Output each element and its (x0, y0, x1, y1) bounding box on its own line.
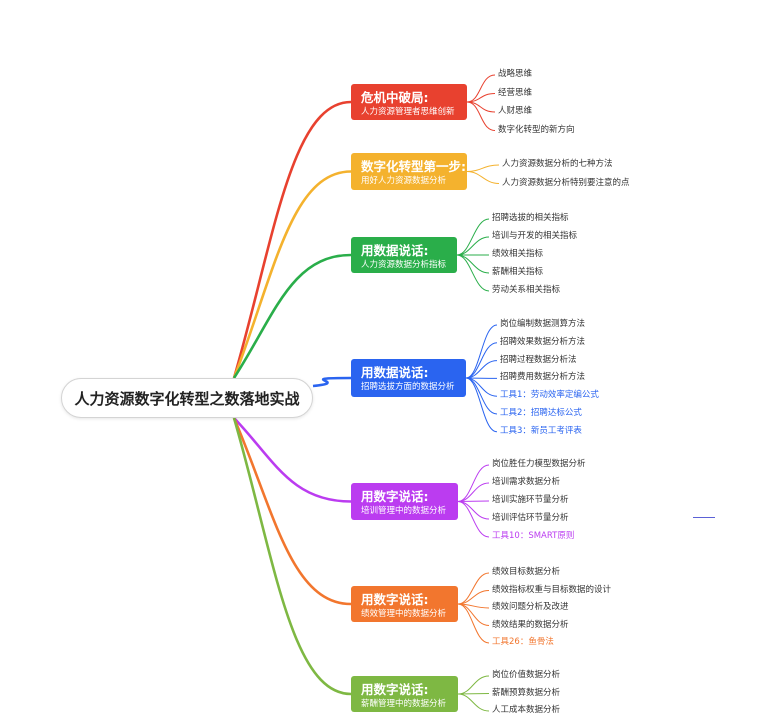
leaf-topic[interactable]: 招聘费用数据分析方法 (500, 372, 586, 383)
leaf-topic[interactable]: 人工成本数据分析 (492, 705, 561, 715)
leaf-connector (457, 693, 490, 695)
branch-title: 用数字说话: (361, 592, 429, 607)
leaf-topic[interactable]: 绩效相关指标 (492, 249, 544, 259)
leaf-connector (465, 360, 498, 379)
leaf-topic[interactable]: 工具10：SMART原则 (492, 531, 575, 541)
branch-node[interactable]: 用数字说话: 绩效管理中的数据分析 (351, 586, 458, 622)
branch-connector (232, 417, 352, 606)
branch-subtitle: 人力资源管理者思维创新 (361, 107, 455, 117)
leaf-connector (457, 693, 490, 712)
leaf-topic[interactable]: 工具26：鱼骨法 (492, 637, 554, 647)
leaf-connector (466, 101, 496, 131)
leaf-connector (466, 164, 500, 172)
leaf-topic[interactable]: 人力资源数据分析的七种方法 (502, 159, 613, 169)
leaf-topic[interactable]: 岗位编制数据测算方法 (500, 319, 586, 329)
leaf-connector (465, 342, 498, 379)
leaf-topic[interactable]: 培训需求数据分析 (492, 477, 561, 487)
leaf-topic[interactable]: 招聘选拔的相关指标 (492, 213, 569, 223)
leaf-connector (456, 254, 490, 292)
leaf-topic[interactable]: 培训评估环节量分析 (492, 513, 569, 523)
branch-node[interactable]: 用数字说话: 培训管理中的数据分析 (351, 483, 458, 520)
leaf-connector (457, 500, 490, 502)
leaf-topic[interactable]: 绩效目标数据分析 (492, 567, 561, 577)
branch-title: 用数字说话: (361, 682, 429, 697)
leaf-topic[interactable]: 培训与开发的相关指标 (492, 231, 578, 241)
leaf-topic[interactable]: 岗位胜任力模型数据分析 (492, 459, 586, 469)
leaf-topic[interactable]: 薪酬预算数据分析 (492, 687, 561, 698)
leaf-topic[interactable]: 绩效问题分析及改进 (492, 602, 569, 612)
branch-connector (312, 376, 352, 388)
root-topic[interactable]: 人力资源数字化转型之数落地实战 (61, 378, 313, 418)
branch-subtitle: 培训管理中的数据分析 (361, 506, 447, 516)
leaf-topic[interactable]: 薪酬相关指标 (492, 267, 544, 277)
leaf-topic[interactable]: 招聘效果数据分析方法 (500, 336, 586, 347)
leaf-connector (466, 171, 500, 184)
branch-title: 用数字说话: (361, 489, 429, 504)
leaf-topic[interactable]: 工具1：劳动效率定编公式 (500, 390, 599, 401)
branch-title: 用数据说话: (361, 243, 429, 258)
leaf-connector (457, 603, 490, 626)
leaf-topic[interactable]: 劳动关系相关指标 (492, 285, 561, 295)
branch-title: 危机中破局: (361, 90, 429, 105)
leaf-topic[interactable]: 绩效指标权重与目标数据的设计 (492, 584, 612, 595)
leaf-topic[interactable]: 绩效结果的数据分析 (492, 619, 569, 630)
leaf-topic[interactable]: 人财思维 (498, 106, 533, 116)
branch-node[interactable]: 危机中破局: 人力资源管理者思维创新 (351, 84, 467, 120)
branch-connector (233, 417, 352, 503)
leaf-topic[interactable]: 培训实施环节量分析 (492, 495, 569, 505)
branch-subtitle: 人力资源数据分析指标 (361, 260, 447, 270)
leaf-connector (457, 572, 490, 605)
leaf-topic[interactable]: 战略思维 (498, 69, 533, 79)
branch-title: 用数据说话: (361, 365, 429, 380)
leaf-topic[interactable]: 招聘过程数据分析法 (500, 354, 577, 365)
branch-connector (232, 417, 352, 696)
branch-connector (232, 170, 352, 379)
branch-subtitle: 绩效管理中的数据分析 (361, 609, 447, 619)
leaf-connector (457, 501, 490, 520)
leaf-connector (466, 74, 496, 103)
branch-title: 数字化转型第一步: (361, 159, 466, 174)
branch-subtitle: 用好人力资源数据分析 (361, 176, 447, 186)
branch-connector (232, 100, 352, 379)
leaf-connector (465, 377, 498, 433)
leaf-connector (457, 464, 490, 502)
leaf-connector (457, 482, 490, 502)
leaf-topic[interactable]: 岗位价值数据分析 (492, 670, 561, 680)
leaf-connector (456, 254, 490, 274)
leaf-connector (457, 501, 490, 538)
leaf-topic[interactable]: 人力资源数据分析特别要注意的点 (502, 177, 630, 188)
branch-node[interactable]: 用数据说话: 人力资源数据分析指标 (351, 237, 457, 273)
leaf-connector (456, 218, 490, 256)
leaf-connector (465, 324, 498, 379)
branch-subtitle: 招聘选拔方面的数据分析 (361, 382, 455, 392)
leaf-topic[interactable]: 工具2：招聘达标公式 (500, 408, 582, 418)
leaf-connector (456, 236, 490, 256)
stray-line-mark (693, 517, 715, 518)
branch-node[interactable]: 用数字说话: 薪酬管理中的数据分析 (351, 676, 458, 712)
branch-node[interactable]: 用数据说话: 招聘选拔方面的数据分析 (351, 359, 466, 397)
leaf-connector (457, 603, 490, 644)
leaf-topic[interactable]: 数字化转型的新方向 (498, 124, 575, 135)
leaf-topic[interactable]: 经营思维 (498, 87, 533, 98)
branch-connector (232, 253, 352, 379)
leaf-topic[interactable]: 工具3：新员工考评表 (500, 425, 582, 436)
leaf-connector (457, 675, 490, 695)
branch-node[interactable]: 数字化转型第一步: 用好人力资源数据分析 (351, 153, 467, 190)
leaf-connector (457, 590, 490, 605)
branch-subtitle: 薪酬管理中的数据分析 (361, 699, 447, 709)
